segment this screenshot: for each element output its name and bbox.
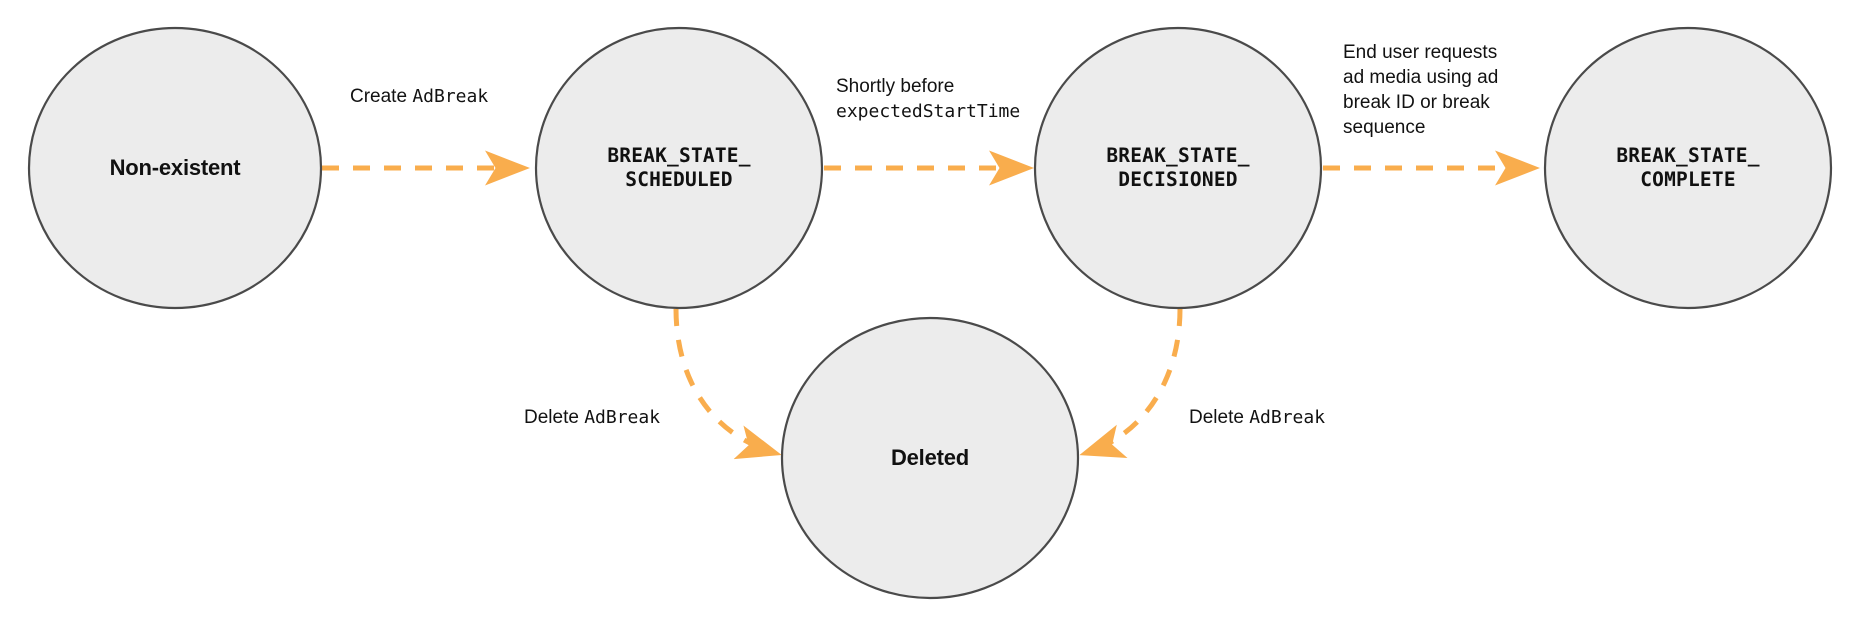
edge-scheduled-to-deleted [673,308,782,460]
state-node-break-state-complete[interactable] [1543,26,1833,310]
edges-group [322,150,1541,460]
state-node-deleted[interactable] [780,316,1080,600]
state-node-break-state-decisioned[interactable] [1033,26,1323,310]
edge-decisioned-to-deleted [1079,308,1183,458]
state-node-non-existent[interactable] [27,26,323,310]
state-node-break-state-scheduled[interactable] [534,26,824,310]
nodes-group [27,26,1833,600]
